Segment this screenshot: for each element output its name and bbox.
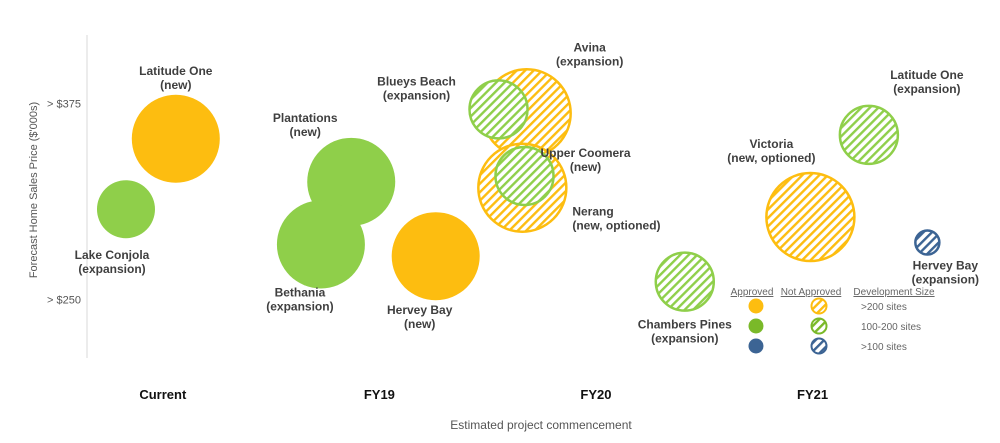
legend-swatch-not-approved bbox=[810, 297, 828, 315]
bubble-chambers-pines-expansion bbox=[654, 251, 716, 312]
x-category-label: Current bbox=[139, 387, 187, 402]
bubble-labels: Latitude One(new) Lake Conjola(expansion)… bbox=[75, 40, 979, 345]
legend-header-approved: Approved bbox=[731, 287, 774, 298]
legend-swatch-not-approved bbox=[810, 337, 828, 355]
y-axis-title: Forecast Home Sales Price ($'000s) bbox=[28, 102, 40, 278]
bubble-label-chambers-pines-expansion: Chambers Pines(expansion) bbox=[638, 318, 732, 346]
x-category-label: FY21 bbox=[797, 387, 828, 402]
axes: Forecast Home Sales Price ($'000s) Estim… bbox=[28, 35, 632, 432]
bubble-label-hervey-bay-new: Hervey Bay(new) bbox=[387, 303, 453, 331]
x-axis-title: Estimated project commencement bbox=[450, 418, 632, 432]
legend-size-label: 100-200 sites bbox=[861, 322, 921, 333]
bubble-latitude-one-new bbox=[131, 94, 220, 183]
y-tick-labels: > $250> $375> $500 bbox=[47, 99, 81, 307]
bubble-blueys-beach-expansion bbox=[468, 79, 529, 140]
bubble-label-latitude-one-new: Latitude One(new) bbox=[139, 64, 213, 92]
bubble-upper-coomera-new bbox=[494, 145, 555, 207]
bubble-label-blueys-beach-expansion: Blueys Beach(expansion) bbox=[377, 74, 456, 102]
bubble-label-latitude-one-expansion: Latitude One(expansion) bbox=[890, 68, 964, 96]
bubble-victoria-new-optioned bbox=[765, 171, 856, 263]
y-tick-label: > $375 bbox=[47, 99, 81, 111]
bubble-hervey-bay-expansion bbox=[914, 229, 941, 256]
legend-swatch-approved bbox=[748, 338, 764, 354]
legend-size-label: >200 sites bbox=[861, 302, 907, 313]
bubble-label-avina-expansion: Avina(expansion) bbox=[556, 40, 623, 68]
bubble-label-nerang-new-optioned: Nerang(new, optioned) bbox=[572, 205, 660, 233]
x-category-label: FY20 bbox=[580, 387, 611, 402]
bubble-label-victoria-new-optioned: Victoria(new, optioned) bbox=[727, 137, 815, 165]
bubble-latitude-one-expansion bbox=[838, 104, 900, 166]
legend-swatch-approved bbox=[748, 318, 764, 334]
bubble-label-bethania-expansion: Bethania(expansion) bbox=[266, 285, 333, 313]
y-tick-label: > $250 bbox=[47, 294, 81, 306]
bubble-label-lake-conjola-expansion: Lake Conjola(expansion) bbox=[75, 248, 150, 276]
legend-header-not-approved: Not Approved bbox=[781, 287, 842, 298]
legend-swatch-approved bbox=[748, 298, 764, 314]
legend-swatch-not-approved bbox=[810, 317, 828, 335]
bubbles bbox=[96, 68, 941, 312]
x-category-labels: Current FY19 FY20 FY21 bbox=[139, 387, 828, 402]
legend-header-development-size: Development Size bbox=[853, 287, 935, 298]
bubble-label-upper-coomera-new: Upper Coomera(new) bbox=[540, 146, 630, 174]
bubble-lake-conjola-expansion bbox=[96, 180, 155, 239]
bubble-hervey-bay-new bbox=[391, 212, 480, 301]
bubble-label-plantations-new: Plantations(new) bbox=[273, 111, 338, 139]
bubble-label-hervey-bay-expansion: Hervey Bay(expansion) bbox=[912, 259, 979, 287]
legend: Approved Not Approved Development Size >200… bbox=[731, 287, 935, 355]
x-category-label: FY19 bbox=[364, 387, 395, 402]
bubble-bethania-expansion bbox=[276, 200, 365, 289]
legend-size-label: >100 sites bbox=[861, 342, 907, 353]
